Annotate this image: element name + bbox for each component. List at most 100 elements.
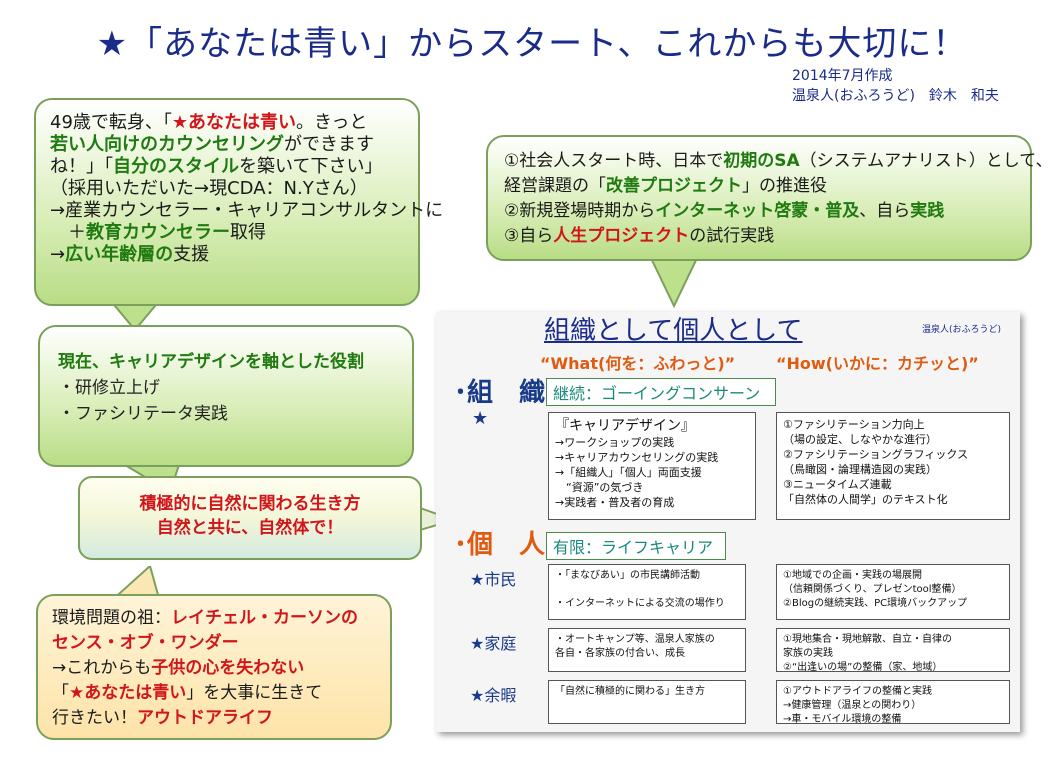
text-segment: の試行実践 <box>689 226 775 246</box>
text-line: ・ファシリテータ実践 <box>58 401 364 427</box>
text-line: ③自ら人生プロジェクトの試行実践 <box>504 224 1052 249</box>
list-line: （場の設定、しなやかな進行） <box>783 433 937 446</box>
meta-date: 2014年7月作成 <box>792 68 893 84</box>
text-segment: 改善プロジェクト <box>606 176 742 196</box>
individual-row-how: ①アウトドアライフの整備と実践→健康管理（温泉との関わり）→車・モバイル環境の整… <box>776 680 1010 725</box>
text-segment: を築いて下さい」 <box>239 156 383 177</box>
text-segment: 教育カウンセラー <box>86 222 230 243</box>
list-line: →健康管理（温泉との関わり） <box>783 700 922 711</box>
list-line <box>555 583 739 597</box>
text-segment: ね！」「 <box>50 156 113 177</box>
org-what-title: 『キャリアデザイン』 <box>555 418 695 434</box>
text-line: ・研修立上げ <box>58 375 364 401</box>
org-tag: 継続：ゴーイングコンサーン <box>546 378 776 406</box>
text-line: ＋教育カウンセラー取得 <box>50 222 443 244</box>
text-segment: 自分のスタイル <box>113 156 239 177</box>
individual-label: ･個 人 <box>454 530 546 560</box>
org-how-lines: ①ファシリテーション力向上 （場の設定、しなやかな進行） ②ファシリテーショングラフ… <box>783 417 1003 507</box>
column-how: “How(いかに：カチッと)” <box>776 354 979 373</box>
list-line: （信頼関係づくり、プレゼンtool整備） <box>783 584 962 595</box>
bubble-tail-top-left <box>108 300 162 332</box>
text-segment: ★あなたは青い <box>69 683 187 703</box>
text-line: 行きたい！アウトドアライフ <box>52 706 358 731</box>
text-segment: 経営課題の「 <box>504 176 606 196</box>
text-segment: 現在、キャリアデザインを軸とした役割 <box>58 352 364 372</box>
individual-row-label: ★市民 <box>470 570 517 589</box>
list-line: ①ファシリテーション力向上 <box>783 418 925 431</box>
text-segment: ①社会人スタート時、日本で <box>504 151 724 171</box>
text-segment: 。きっと <box>296 112 368 133</box>
meta-author: 温泉人(おふろうど) 鈴木 和夫 <box>792 88 999 104</box>
text-segment: アウトドアライフ <box>137 708 273 728</box>
text-segment: レイチェル・カーソンの <box>171 608 358 628</box>
list-line: 「自然体の人間学」のテキスト化 <box>783 493 948 506</box>
list-line: →キャリアカウンセリングの実践 <box>555 451 719 464</box>
text-segment: →産業カウンセラー・キャリアコンサルタントに <box>50 200 444 221</box>
org-what-box: 『キャリアデザイン』 →ワークショップの実践 →キャリアカウンセリングの実践 →「組… <box>548 412 756 520</box>
bubble-nature: 積極的に自然に関わる生き方 自然と共に、自然体で！ <box>78 476 422 560</box>
list-line: ③ニュータイムズ連載 <box>783 478 892 491</box>
list-line: 「自然に積極的に関わる」生き方 <box>555 686 705 697</box>
list-line: 家族の実践 <box>783 648 833 659</box>
text-line: （採用いただいた→現CDA：N.Yさん） <box>50 178 443 200</box>
text-line: ね！」「自分のスタイルを築いて下さい」 <box>50 156 443 178</box>
text-segment: ・研修立上げ <box>58 378 160 398</box>
text-segment: 」の推進役 <box>742 176 827 196</box>
list-line: →ワークショップの実践 <box>555 436 675 449</box>
individual-row-what: ・オートキャンプ等、温泉人家族の各自・各家族の付合い、成長 <box>548 628 746 672</box>
list-line: ・「まなびあい」の市民講師活動 <box>555 570 700 581</box>
list-line: →「組織人」「個人」両面支援 <box>555 466 702 479</box>
text-segment: 実践 <box>910 201 945 221</box>
text-line: 経営課題の「改善プロジェクト」の推進役 <box>504 174 1052 199</box>
bubble-sa-history: ①社会人スタート時、日本で初期のSA（システムアナリスト）として、経営課題の「改… <box>486 135 1052 261</box>
text-segment: 」を大事に生きて <box>186 683 323 703</box>
text-segment: 若い人向けのカウンセリング <box>50 134 284 155</box>
nature-line-2: 自然と共に、自然体で！ <box>156 518 344 538</box>
text-segment: 広い年齢層の <box>65 244 174 265</box>
text-line: →これからも子供の心を失わない <box>52 656 358 681</box>
text-segment: センス・オブ・ワンダー <box>52 633 239 653</box>
text-segment: 子供の心を失わない <box>151 658 305 678</box>
panel-heading: 組織として個人として <box>544 316 803 346</box>
individual-row-what: ・「まなびあい」の市民講師活動 ・インターネットによる交流の場作り <box>548 564 746 620</box>
list-line: ・オートキャンプ等、温泉人家族の <box>555 634 715 645</box>
list-line: ①現地集合・現地解散、自立・自律の <box>783 634 952 645</box>
text-line: →広い年齢層の支援 <box>50 244 443 266</box>
text-segment: ③自ら <box>504 226 554 246</box>
bubble-sense-of-wonder: 環境問題の祖：レイチェル・カーソンのセンス・オブ・ワンダー →これからも子供の心を… <box>36 594 392 740</box>
text-segment: ができます <box>284 134 374 155</box>
nature-line-1: 積極的に自然に関わる生き方 <box>139 494 361 514</box>
column-what: “What(何を：ふわっと)” <box>540 354 736 373</box>
text-line: 環境問題の祖：レイチェル・カーソンの <box>52 606 358 631</box>
org-star: ★ <box>472 408 489 429</box>
bubble-nature-text: 積極的に自然に関わる生き方 自然と共に、自然体で！ <box>80 492 420 540</box>
text-segment: （システムアナリスト）として、 <box>799 151 1053 171</box>
text-segment: 取得 <box>230 222 266 243</box>
org-individual-panel: 組織として個人として 温泉人(おふろうど) “What(何を：ふわっと)” “H… <box>436 312 1020 732</box>
list-line: ②ファシリテーショングラフィックス <box>783 448 969 461</box>
list-line: →車・モバイル環境の整備 <box>783 714 902 725</box>
text-segment: → <box>50 244 66 265</box>
text-segment: 「 <box>52 683 69 703</box>
text-segment: インターネット啓蒙・普及 <box>655 201 860 221</box>
text-line: 若い人向けのカウンセリングができます <box>50 134 443 156</box>
text-segment: ・ファシリテータ実践 <box>58 404 228 424</box>
individual-row-how: ①地域での企画・実践の場展開（信頼関係づくり、プレゼンtool整備）②Blogの… <box>776 564 1010 620</box>
text-line: ①社会人スタート時、日本で初期のSA（システムアナリスト）として、 <box>504 149 1052 174</box>
bubble-sense-of-wonder-text: 環境問題の祖：レイチェル・カーソンのセンス・オブ・ワンダー →これからも子供の心を… <box>52 606 358 731</box>
list-line: ①地域での企画・実践の場展開 <box>783 570 922 581</box>
text-segment: 49歳で転身、「 <box>50 112 172 133</box>
list-line: （鳥瞰図・論理構造図の実践） <box>783 463 937 476</box>
text-segment: 人生プロジェクト <box>553 226 690 246</box>
individual-row-label: ★余暇 <box>470 686 517 705</box>
text-segment: 支援 <box>173 244 210 265</box>
bubble-current-role: 現在、キャリアデザインを軸とした役割・研修立上げ・ファシリテータ実践 <box>38 325 414 467</box>
bubble-career-start-text: 49歳で転身、「★あなたは青い。きっと若い人向けのカウンセリングができますね！」… <box>50 112 443 266</box>
text-segment: ★あなたは青い <box>171 112 297 133</box>
org-what-lines: →ワークショップの実践 →キャリアカウンセリングの実践 →「組織人」「個人」両面支援… <box>555 435 749 510</box>
text-line: 現在、キャリアデザインを軸とした役割 <box>58 349 364 375</box>
list-line: 各自・各家族の付合い、成長 <box>555 648 685 659</box>
bubble-career-start: 49歳で転身、「★あなたは青い。きっと若い人向けのカウンセリングができますね！」… <box>34 98 443 306</box>
text-line: →産業カウンセラー・キャリアコンサルタントに <box>50 200 443 222</box>
